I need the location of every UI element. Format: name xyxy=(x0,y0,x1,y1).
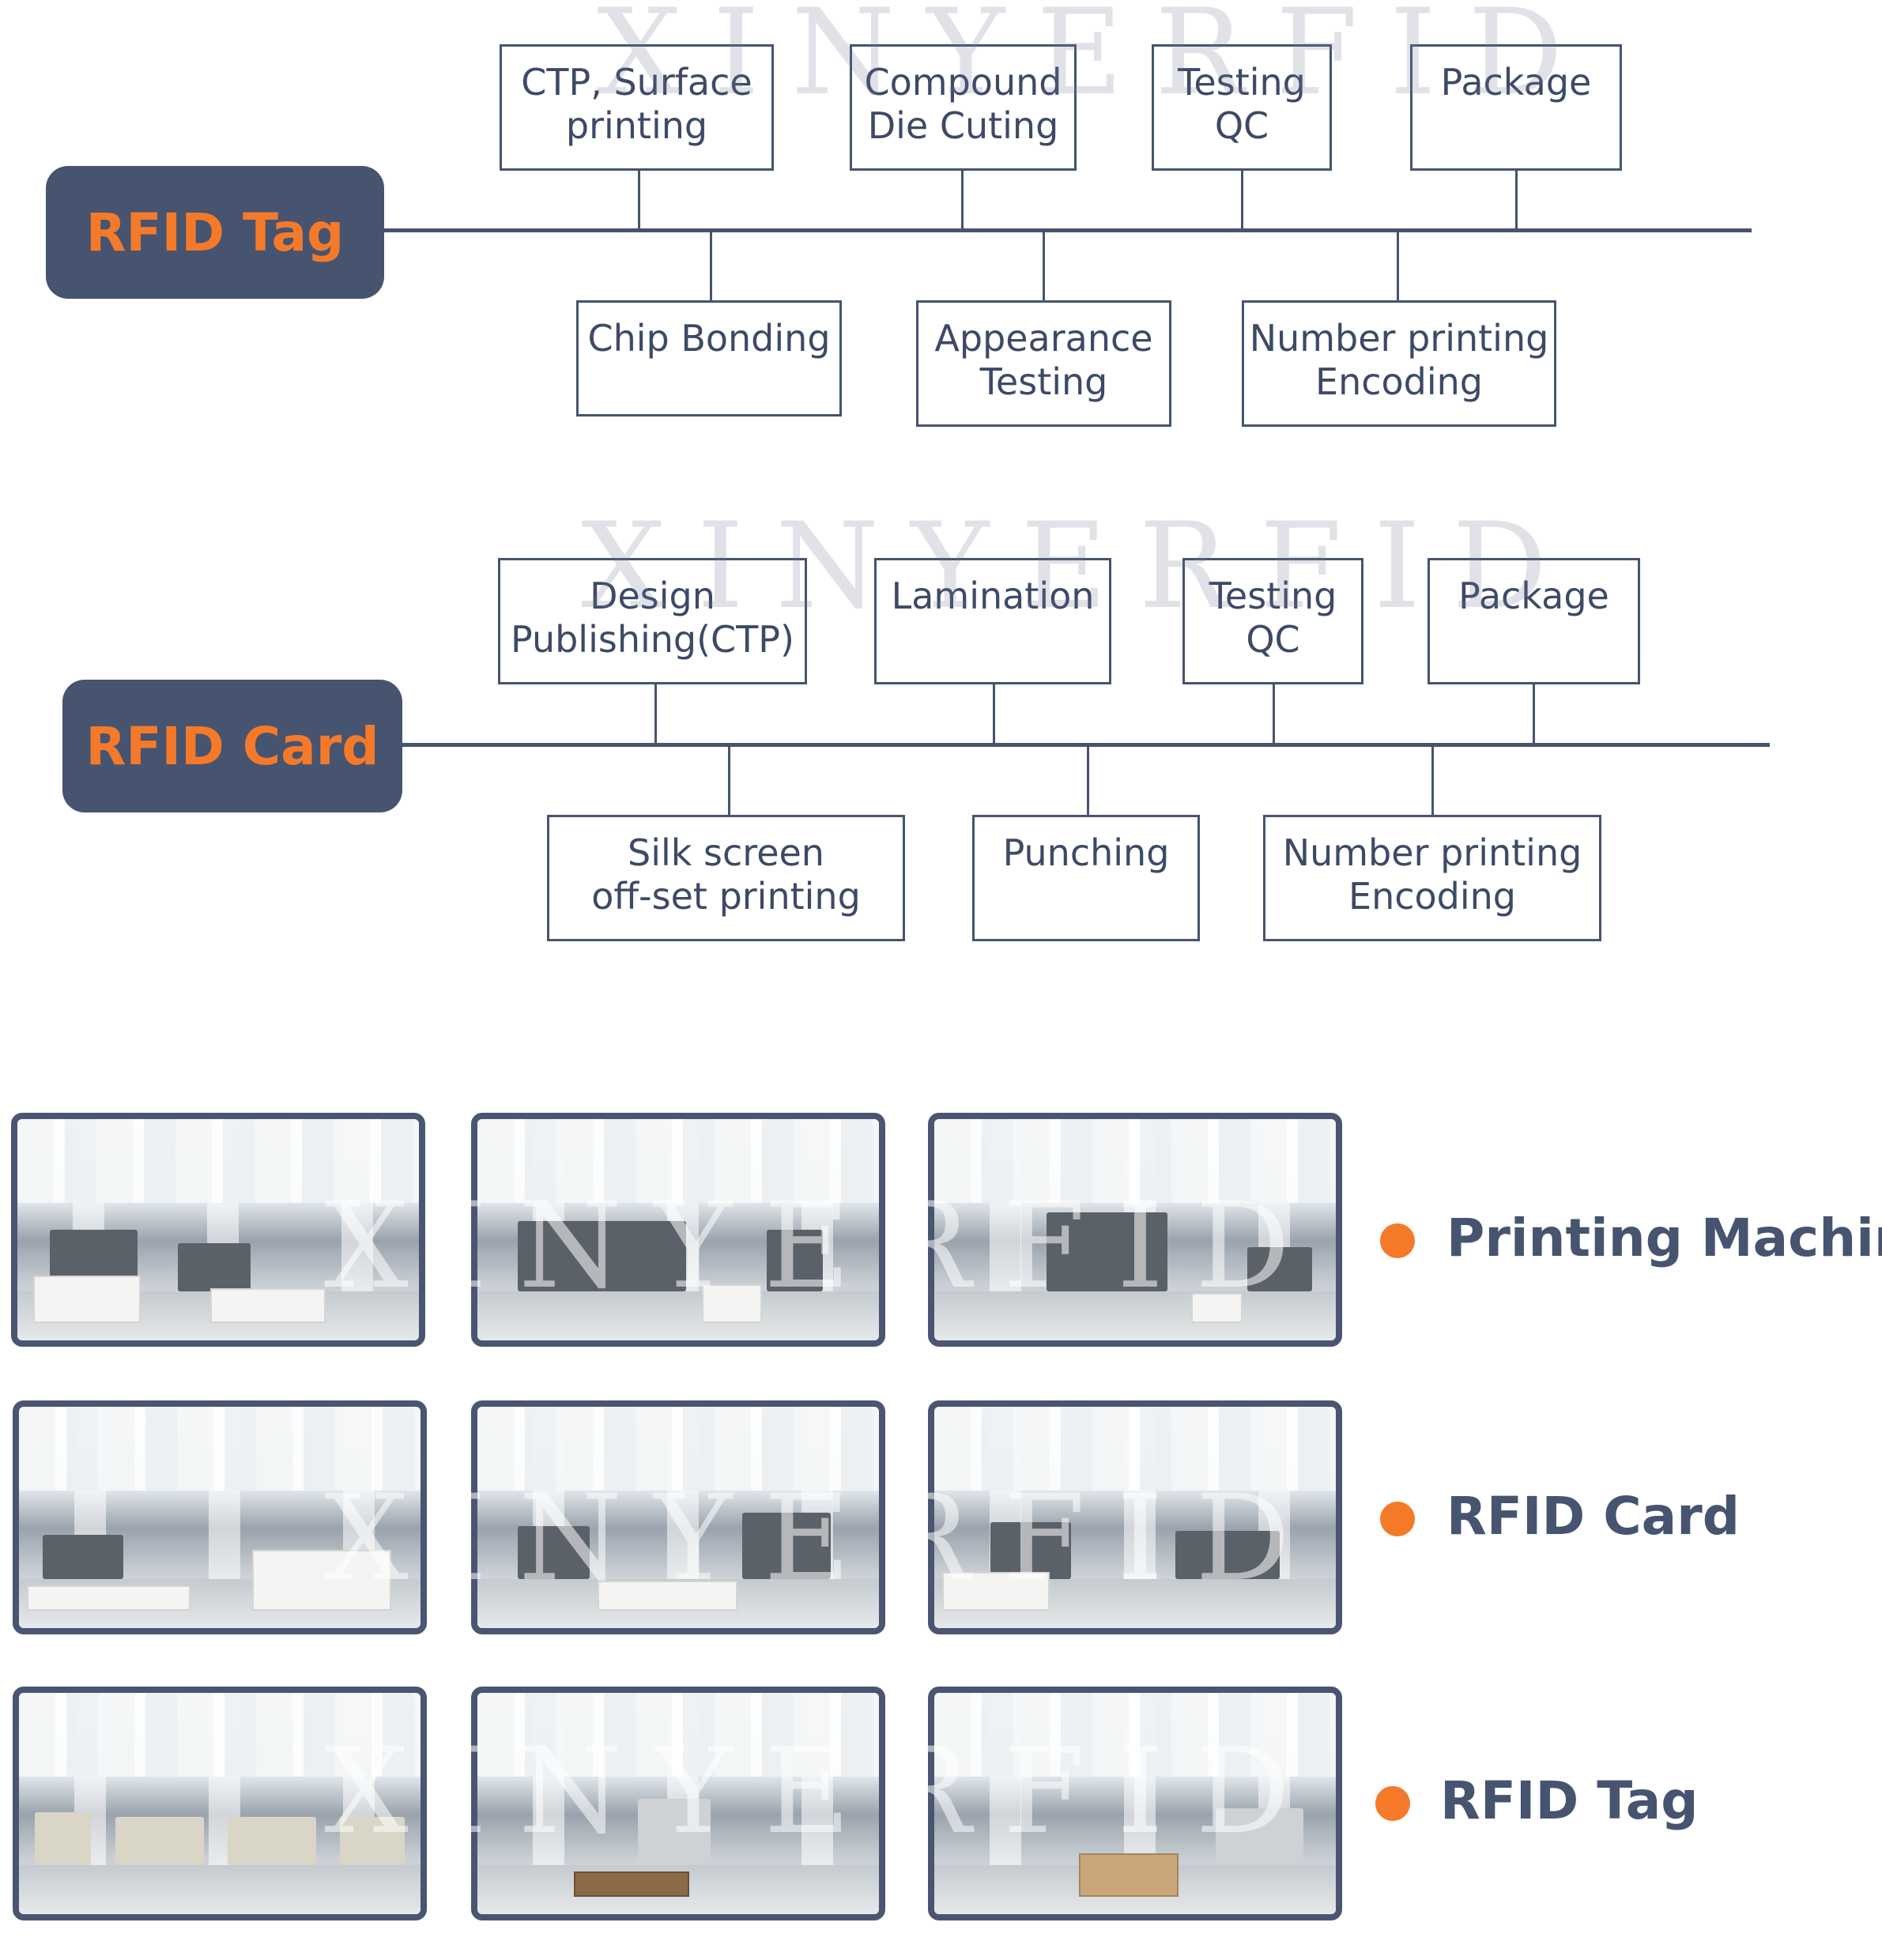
card-step-silk-screen: Silk screen off-set printing xyxy=(547,815,905,941)
bullet-dot xyxy=(1375,1786,1410,1821)
tag-step-chip-bonding: Chip Bonding xyxy=(576,300,842,416)
factory-photo xyxy=(928,1113,1342,1347)
gallery-label-printing-machine: Printing Machine xyxy=(1446,1208,1882,1268)
card-step-punching: Punching xyxy=(972,815,1200,941)
factory-photo xyxy=(471,1400,885,1634)
card-timeline xyxy=(402,743,1770,747)
factory-photo xyxy=(471,1687,885,1920)
gallery-label-rfid-card: RFID Card xyxy=(1446,1486,1740,1547)
card-step-number-printing: Number printing Encoding xyxy=(1263,815,1601,941)
tag-step-package: Package xyxy=(1410,44,1622,171)
tag-step-appearance-testing: Appearance Testing xyxy=(916,300,1171,427)
card-step-testing-qc: Testing QC xyxy=(1182,558,1363,684)
tag-step-testing-qc: Testing QC xyxy=(1152,44,1332,171)
tag-step-number-printing: Number printing Encoding xyxy=(1242,300,1556,427)
gallery-label-rfid-tag: RFID Tag xyxy=(1440,1770,1699,1831)
factory-photo xyxy=(471,1113,885,1347)
factory-photo xyxy=(13,1687,427,1920)
tag-timeline xyxy=(384,228,1752,232)
factory-photo xyxy=(11,1113,425,1347)
rfid-tag-title: RFID Tag xyxy=(46,166,384,299)
tag-step-die-cutting: Compound Die Cuting xyxy=(850,44,1077,171)
bullet-dot xyxy=(1380,1502,1415,1536)
factory-photo xyxy=(928,1687,1342,1920)
tag-step-ctp-printing: CTP, Surface printing xyxy=(500,44,774,171)
rfid-card-title: RFID Card xyxy=(62,680,402,812)
card-step-lamination: Lamination xyxy=(874,558,1111,684)
factory-photo xyxy=(13,1400,427,1634)
card-step-design-publishing: Design Publishing(CTP) xyxy=(498,558,807,684)
card-step-package: Package xyxy=(1428,558,1640,684)
factory-photo xyxy=(928,1400,1342,1634)
bullet-dot xyxy=(1380,1223,1415,1258)
